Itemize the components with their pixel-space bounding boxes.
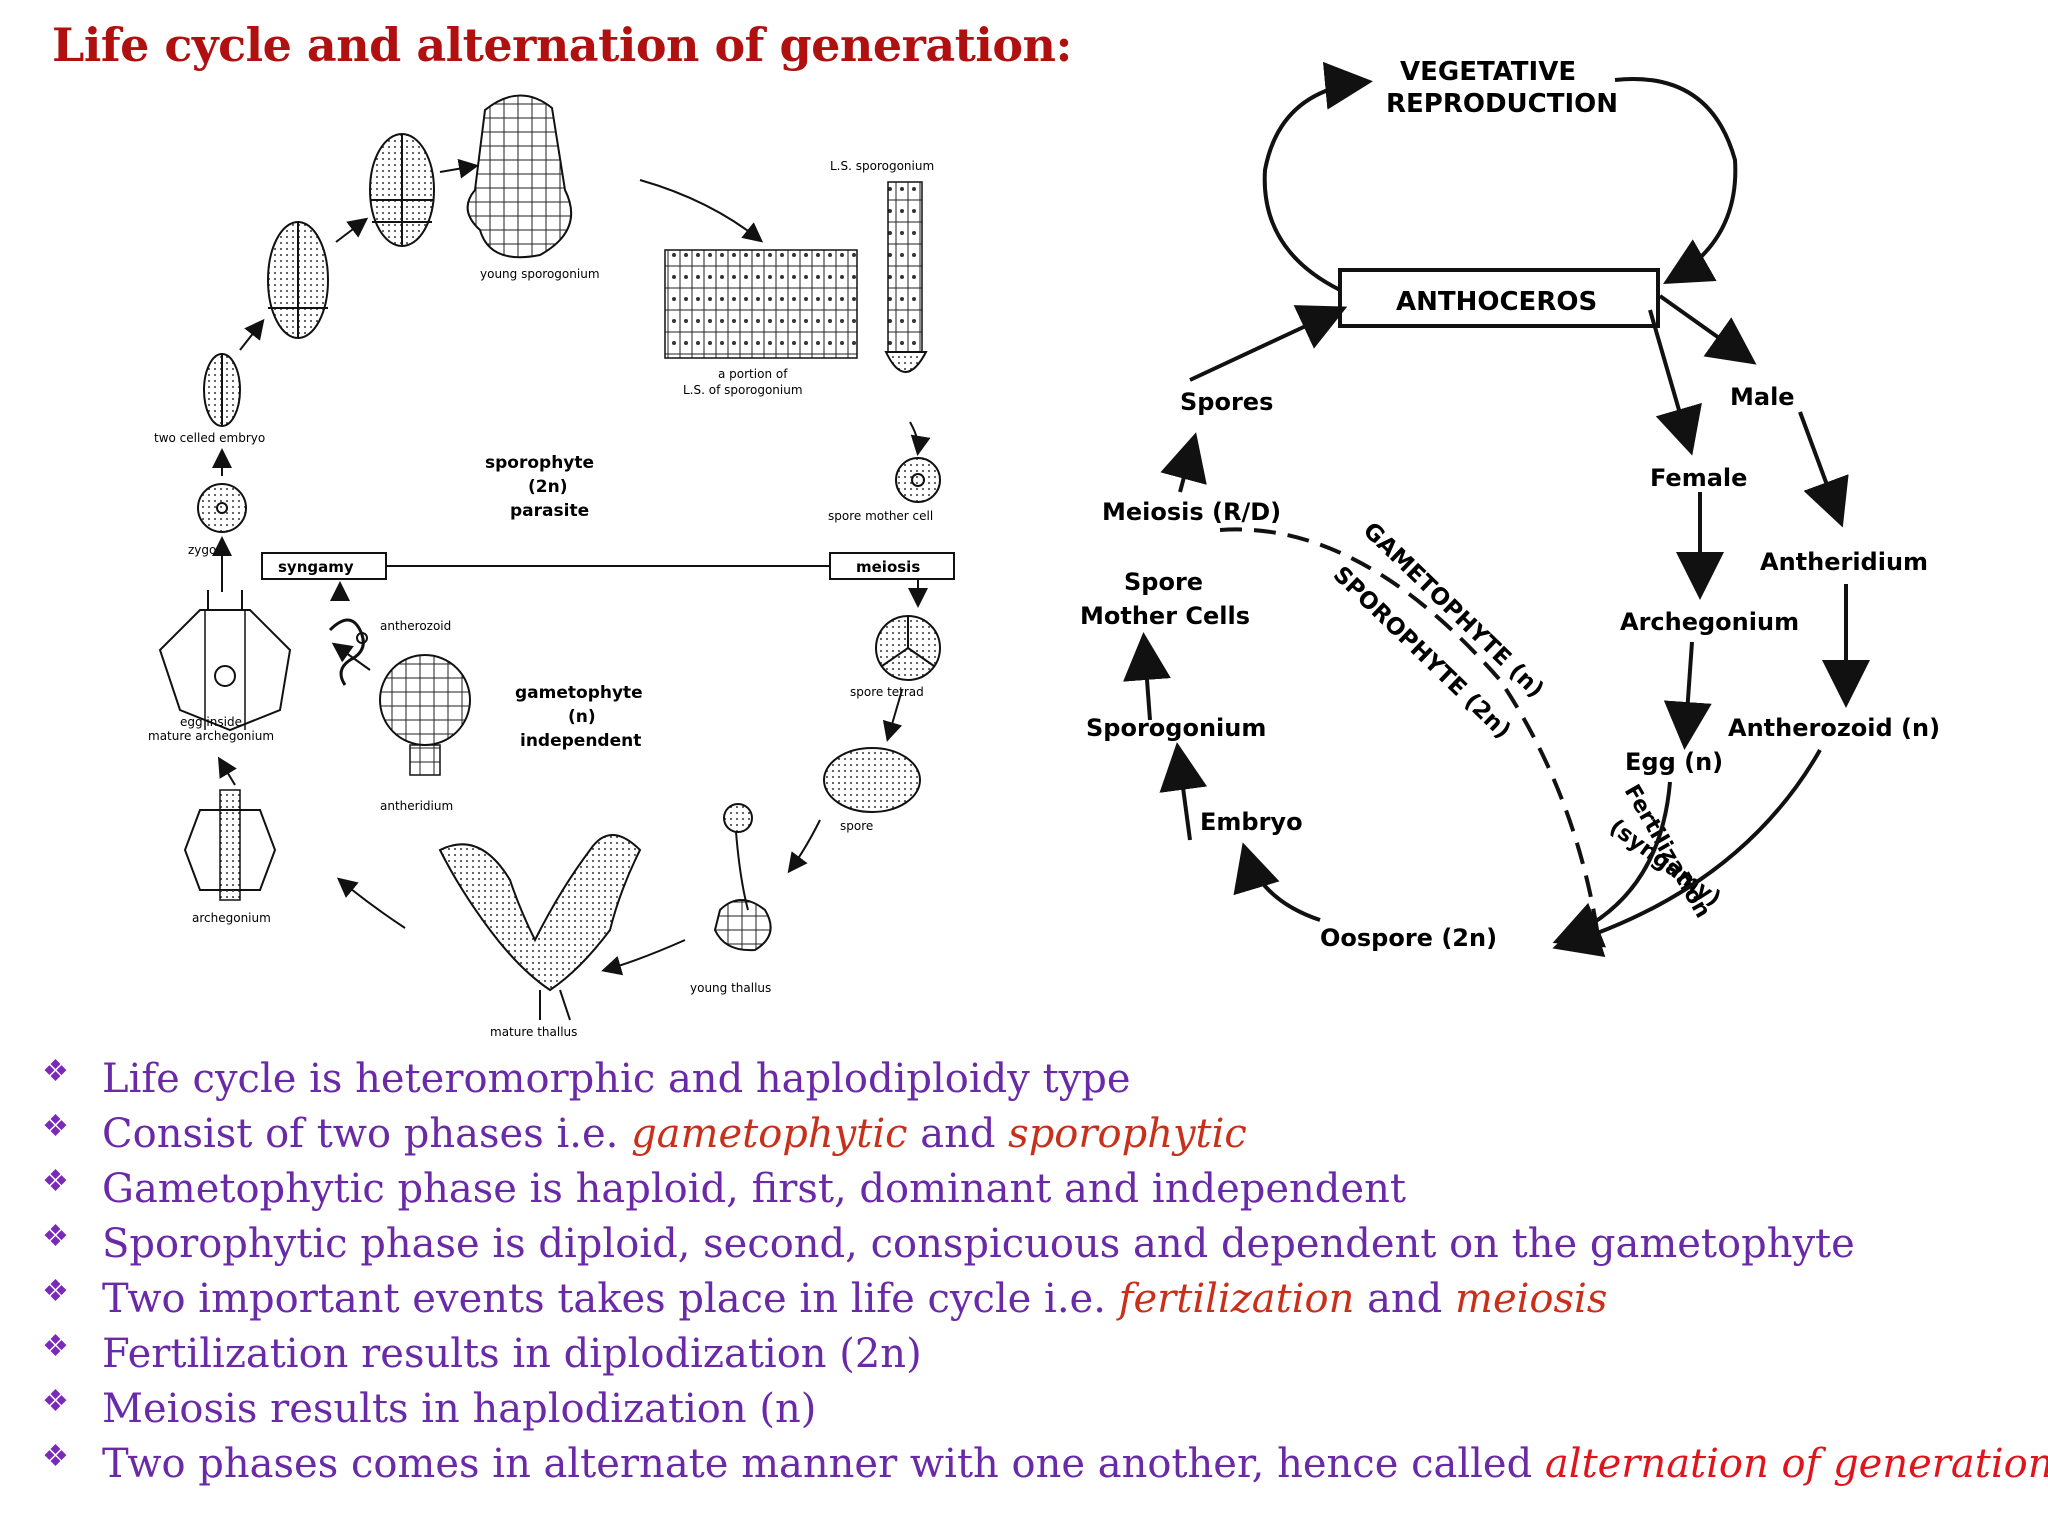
young-sporogonium: [466, 94, 573, 259]
bullet-item: ❖ Fertilization results in diplodization…: [40, 1327, 2048, 1382]
label-antheridium-r: Antheridium: [1760, 548, 1928, 576]
label-spore: spore: [840, 819, 873, 833]
label-archegonium: archegonium: [192, 911, 271, 925]
bullet-text: Fertilization results in diplodization (…: [102, 1331, 922, 1377]
label-ls-sporogonium: L.S. sporogonium: [830, 159, 934, 173]
label-gametophyte-independent: independent: [520, 731, 641, 751]
diamond-bullet-icon: ❖: [42, 1439, 69, 1474]
label-meiosis: meiosis: [856, 558, 920, 576]
bullet-text: Two phases comes in alternate manner wit…: [102, 1441, 1545, 1487]
two-celled-embryo: [203, 353, 241, 427]
label-egg-inside-2: mature archegonium: [148, 729, 274, 743]
spore-tetrad: [875, 615, 941, 681]
diamond-bullet-icon: ❖: [42, 1329, 69, 1364]
label-male: Male: [1730, 383, 1795, 411]
bullet-text: Meiosis results in haplodization (n): [102, 1386, 817, 1432]
label-reproduction: REPRODUCTION: [1386, 89, 1618, 119]
spore: [823, 747, 921, 813]
label-gametophyte-n: (n): [568, 707, 596, 727]
slide-title: Life cycle and alternation of generation…: [52, 18, 1072, 72]
label-embryo: Embryo: [1200, 808, 1303, 836]
antheridium: [379, 654, 471, 776]
label-anthoceros: ANTHOCEROS: [1396, 287, 1597, 317]
label-egg-inside-1: egg inside: [180, 715, 242, 729]
diamond-bullet-icon: ❖: [42, 1164, 69, 1199]
label-spores: Spores: [1180, 388, 1273, 416]
bullet-item: ❖ Gametophytic phase is haploid, first, …: [40, 1162, 2048, 1217]
label-sporophyte-2n: (2n): [528, 477, 567, 497]
label-portion-2: L.S. of sporogonium: [683, 383, 803, 397]
syngamy-box: syngamy: [261, 552, 387, 580]
label-oospore: Oospore (2n): [1320, 924, 1497, 952]
diamond-bullet-icon: ❖: [42, 1054, 69, 1089]
diamond-bullet-icon: ❖: [42, 1274, 69, 1309]
meiosis-box: meiosis: [829, 552, 955, 580]
label-spore-mother-1: Spore: [1124, 568, 1203, 596]
diamond-bullet-icon: ❖: [42, 1384, 69, 1419]
diamond-bullet-icon: ❖: [42, 1109, 69, 1144]
antherozoid: [328, 618, 368, 686]
label-young-sporogonium: young sporogonium: [480, 267, 600, 281]
bullet-text: Consist of two phases i.e.: [102, 1111, 632, 1157]
bullet-text: Sporophytic phase is diploid, second, co…: [102, 1221, 1855, 1267]
bullet-list: ❖ Life cycle is heteromorphic and haplod…: [40, 1052, 2048, 1492]
bullet-emphasis: meiosis: [1455, 1276, 1608, 1322]
cycle-arrows-right: [1123, 294, 1870, 958]
ls-sporogonium-portion: [664, 249, 858, 359]
zygote: [197, 483, 247, 533]
bullet-text: and: [1354, 1276, 1456, 1322]
spore-mother-cell: [895, 457, 941, 503]
cycle-arrows: [212, 158, 931, 976]
ls-sporogonium: [884, 181, 928, 373]
label-egg: Egg (n): [1625, 748, 1723, 776]
label-sporophyte-parasite: parasite: [510, 501, 589, 521]
label-mature-thallus: mature thallus: [490, 1025, 577, 1039]
egg-in-archegonium: [158, 590, 292, 732]
bullet-emphasis: alternation of generation: [1544, 1441, 2048, 1487]
bullet-item: ❖ Two phases comes in alternate manner w…: [40, 1437, 2048, 1492]
label-antherozoid-r: Antherozoid (n): [1728, 714, 1940, 742]
label-syngamy: syngamy: [278, 558, 354, 576]
bullet-text: Gametophytic phase is haploid, first, do…: [102, 1166, 1406, 1212]
young-thallus: [713, 803, 772, 952]
anthoceros-box: ANTHOCEROS: [1338, 268, 1660, 328]
bullet-item: ❖ Meiosis results in haplodization (n): [40, 1382, 2048, 1437]
label-young-thallus: young thallus: [690, 981, 771, 995]
embryo-stage-2: [267, 221, 329, 339]
bullet-item: ❖ Two important events takes place in li…: [40, 1272, 2048, 1327]
label-spore-tetrad: spore tetrad: [850, 685, 924, 699]
bullet-text: Two important events takes place in life…: [102, 1276, 1119, 1322]
embryo-stage-3: [369, 133, 435, 247]
bullet-item: ❖ Life cycle is heteromorphic and haplod…: [40, 1052, 2048, 1107]
label-antherozoid: antherozoid: [380, 619, 451, 633]
life-cycle-illustration: two celled embryo young sporogonium a po…: [148, 94, 955, 1039]
bullet-text: Life cycle is heteromorphic and haplodip…: [102, 1056, 1131, 1102]
bullet-item: ❖ Consist of two phases i.e. gametophyti…: [40, 1107, 2048, 1162]
bullet-emphasis: sporophytic: [1008, 1111, 1247, 1157]
label-portion-1: a portion of: [718, 367, 788, 381]
anthoceros-cycle-diagram: VEGETATIVE REPRODUCTION ANTHOCEROS Spore…: [1080, 57, 1940, 958]
label-sporophyte: sporophyte: [485, 453, 594, 473]
vegetative-reproduction-loop: [1262, 61, 1738, 292]
label-vegetative: VEGETATIVE: [1400, 57, 1576, 87]
bullet-item: ❖ Sporophytic phase is diploid, second, …: [40, 1217, 2048, 1272]
label-antheridium: antheridium: [380, 799, 453, 813]
label-spore-mother-cell: spore mother cell: [828, 509, 933, 523]
archegonium: [183, 789, 277, 901]
mature-thallus: [438, 834, 642, 1021]
label-gametophyte: gametophyte: [515, 683, 643, 703]
label-sporogonium: Sporogonium: [1086, 714, 1266, 742]
label-female: Female: [1650, 464, 1747, 492]
diamond-bullet-icon: ❖: [42, 1219, 69, 1254]
phase-boundary: [1219, 527, 1602, 951]
label-archegonium-r: Archegonium: [1620, 608, 1799, 636]
label-meiosis-rd: Meiosis (R/D): [1102, 498, 1281, 526]
label-spore-mother-2: Mother Cells: [1080, 602, 1250, 630]
label-two-celled-embryo: two celled embryo: [154, 431, 265, 445]
bullet-emphasis: gametophytic: [631, 1111, 908, 1157]
bullet-emphasis: fertilization: [1118, 1276, 1355, 1322]
bullet-text: and: [907, 1111, 1009, 1157]
